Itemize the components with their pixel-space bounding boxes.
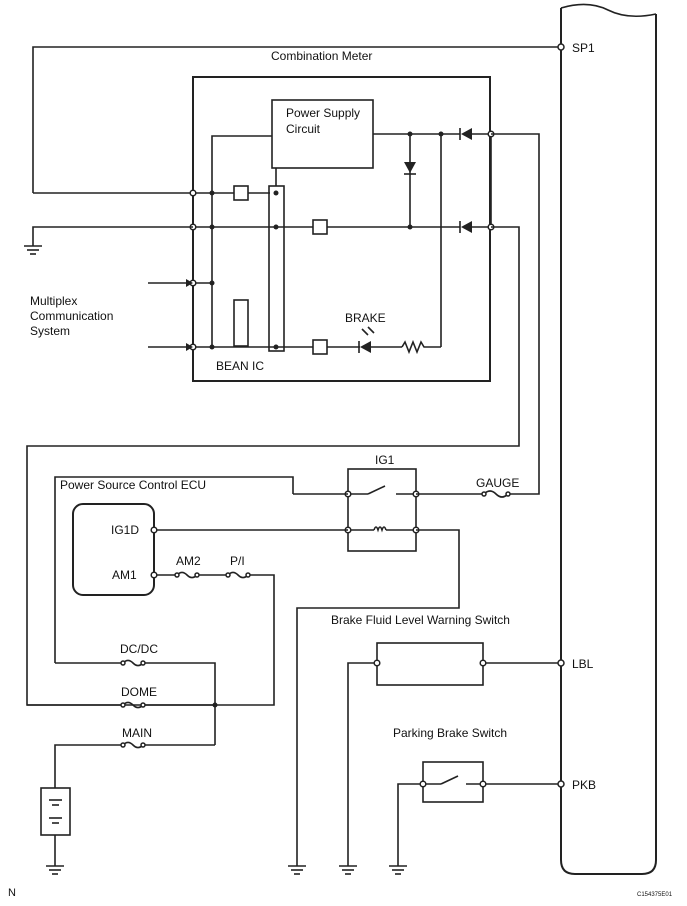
gauge-fuse-icon	[416, 490, 511, 498]
bean-ic-label: BEAN IC	[216, 359, 264, 373]
brake-fluid-switch-label: Brake Fluid Level Warning Switch	[331, 613, 510, 627]
power-supply-circuit-label-1: Power Supply	[286, 106, 360, 120]
sp1-circuit	[32, 43, 565, 194]
dome-fuse-label: DOME	[121, 685, 157, 699]
battery-icon	[40, 787, 71, 866]
fuse-block-wiring	[27, 659, 218, 788]
parking-brake-switch-block	[422, 761, 484, 803]
ig1-relay-contacts	[344, 485, 420, 534]
parking-brake-switch-label: Parking Brake Switch	[393, 726, 507, 740]
ecu-outline	[54, 476, 294, 663]
ecu-wiring	[150, 526, 460, 866]
power-source-ecu-label: Power Source Control ECU	[60, 478, 206, 492]
combination-meter-box	[192, 76, 491, 382]
multiplex-label-1: Multiplex	[30, 294, 77, 308]
sp1-label: SP1	[572, 41, 595, 55]
lbl-label: LBL	[572, 657, 594, 671]
am2-fuse-label: AM2	[176, 554, 201, 568]
parking-brake-switch-wiring	[397, 775, 565, 866]
corner-letter: N	[8, 887, 16, 899]
dcdc-fuse-label: DC/DC	[120, 642, 158, 656]
brake-fluid-switch-wiring	[347, 659, 565, 866]
brake-indicator-label: BRAKE	[345, 311, 386, 325]
brake-fluid-switch-block	[376, 642, 484, 686]
meter-internal-wiring	[189, 128, 495, 355]
am1-pin-label: AM1	[112, 568, 137, 582]
figure-code: C154375E01	[637, 892, 673, 898]
power-source-ecu-block	[72, 503, 155, 596]
main-connector-frame	[560, 3, 657, 875]
ground-icons	[46, 865, 407, 875]
meter-ground-icon	[24, 226, 193, 255]
power-supply-circuit-label-2: Circuit	[286, 122, 321, 136]
main-fuse-label: MAIN	[122, 726, 152, 740]
ig1-relay-box	[347, 468, 417, 552]
multiplex-arrows	[148, 279, 193, 351]
pkb-label: PKB	[572, 778, 596, 792]
ig1-label: IG1	[375, 453, 395, 467]
multiplex-label-3: System	[30, 324, 70, 338]
combination-meter-label: Combination Meter	[271, 49, 372, 63]
multiplex-label-2: Communication	[30, 309, 113, 323]
pi-fuse-label: P/I	[230, 554, 245, 568]
gauge-fuse-label: GAUGE	[476, 476, 519, 490]
ig1d-pin-label: IG1D	[111, 523, 139, 537]
